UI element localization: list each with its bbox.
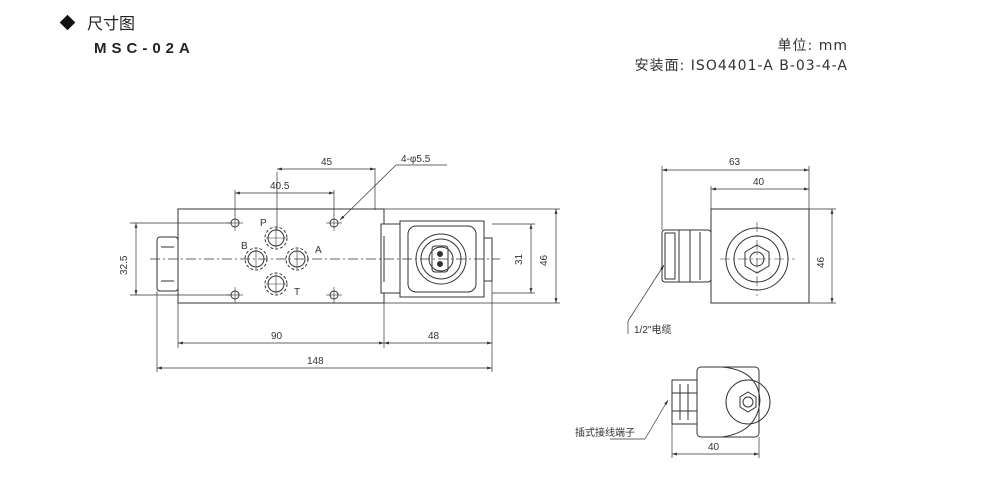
page-title: 尺寸图 — [87, 14, 136, 33]
port-p-label: P — [260, 218, 267, 229]
mounting-holes — [227, 215, 342, 303]
side-dim-46-label: 46 — [816, 256, 827, 268]
unit-text: 单位: mm — [777, 38, 848, 54]
left-connector — [156, 236, 179, 292]
model-number: MSC-02A — [94, 40, 195, 57]
mounting-text: 安装面: ISO4401-A B-03-4-A — [634, 58, 848, 74]
right-cap — [483, 237, 493, 282]
terminal-pins — [671, 379, 698, 425]
dim-40-5-label: 40.5 — [270, 181, 290, 192]
spec-block: 单位: mm 安装面: ISO4401-A B-03-4-A — [635, 36, 848, 76]
ports — [244, 226, 309, 296]
port-t-label: T — [294, 287, 300, 298]
dim-46-label: 46 — [539, 254, 550, 266]
bottom-dim-40-label: 40 — [708, 442, 720, 453]
side-view — [627, 166, 836, 334]
port-b-label: B — [241, 241, 248, 252]
header: 尺寸图 MSC-02A — [59, 10, 195, 57]
side-dim-63-label: 63 — [729, 157, 741, 168]
dim-148-label: 148 — [307, 356, 324, 367]
side-dim-40-label: 40 — [753, 177, 765, 188]
bottom-view — [610, 366, 771, 458]
front-view — [130, 164, 560, 372]
dim-32-5-label: 32.5 — [119, 255, 130, 275]
side-connector — [661, 229, 712, 283]
dim-31-label: 31 — [514, 253, 525, 265]
dim-48-label: 48 — [428, 331, 440, 342]
terminal-label: 插式接线端子 — [575, 426, 635, 439]
side-housing — [710, 208, 810, 304]
cable-label: 1/2"电缆 — [634, 323, 671, 336]
dim-90-label: 90 — [271, 331, 283, 342]
holes-label: 4-φ5.5 — [401, 154, 431, 165]
port-a-label: A — [315, 245, 322, 256]
dim-45-label: 45 — [321, 157, 333, 168]
